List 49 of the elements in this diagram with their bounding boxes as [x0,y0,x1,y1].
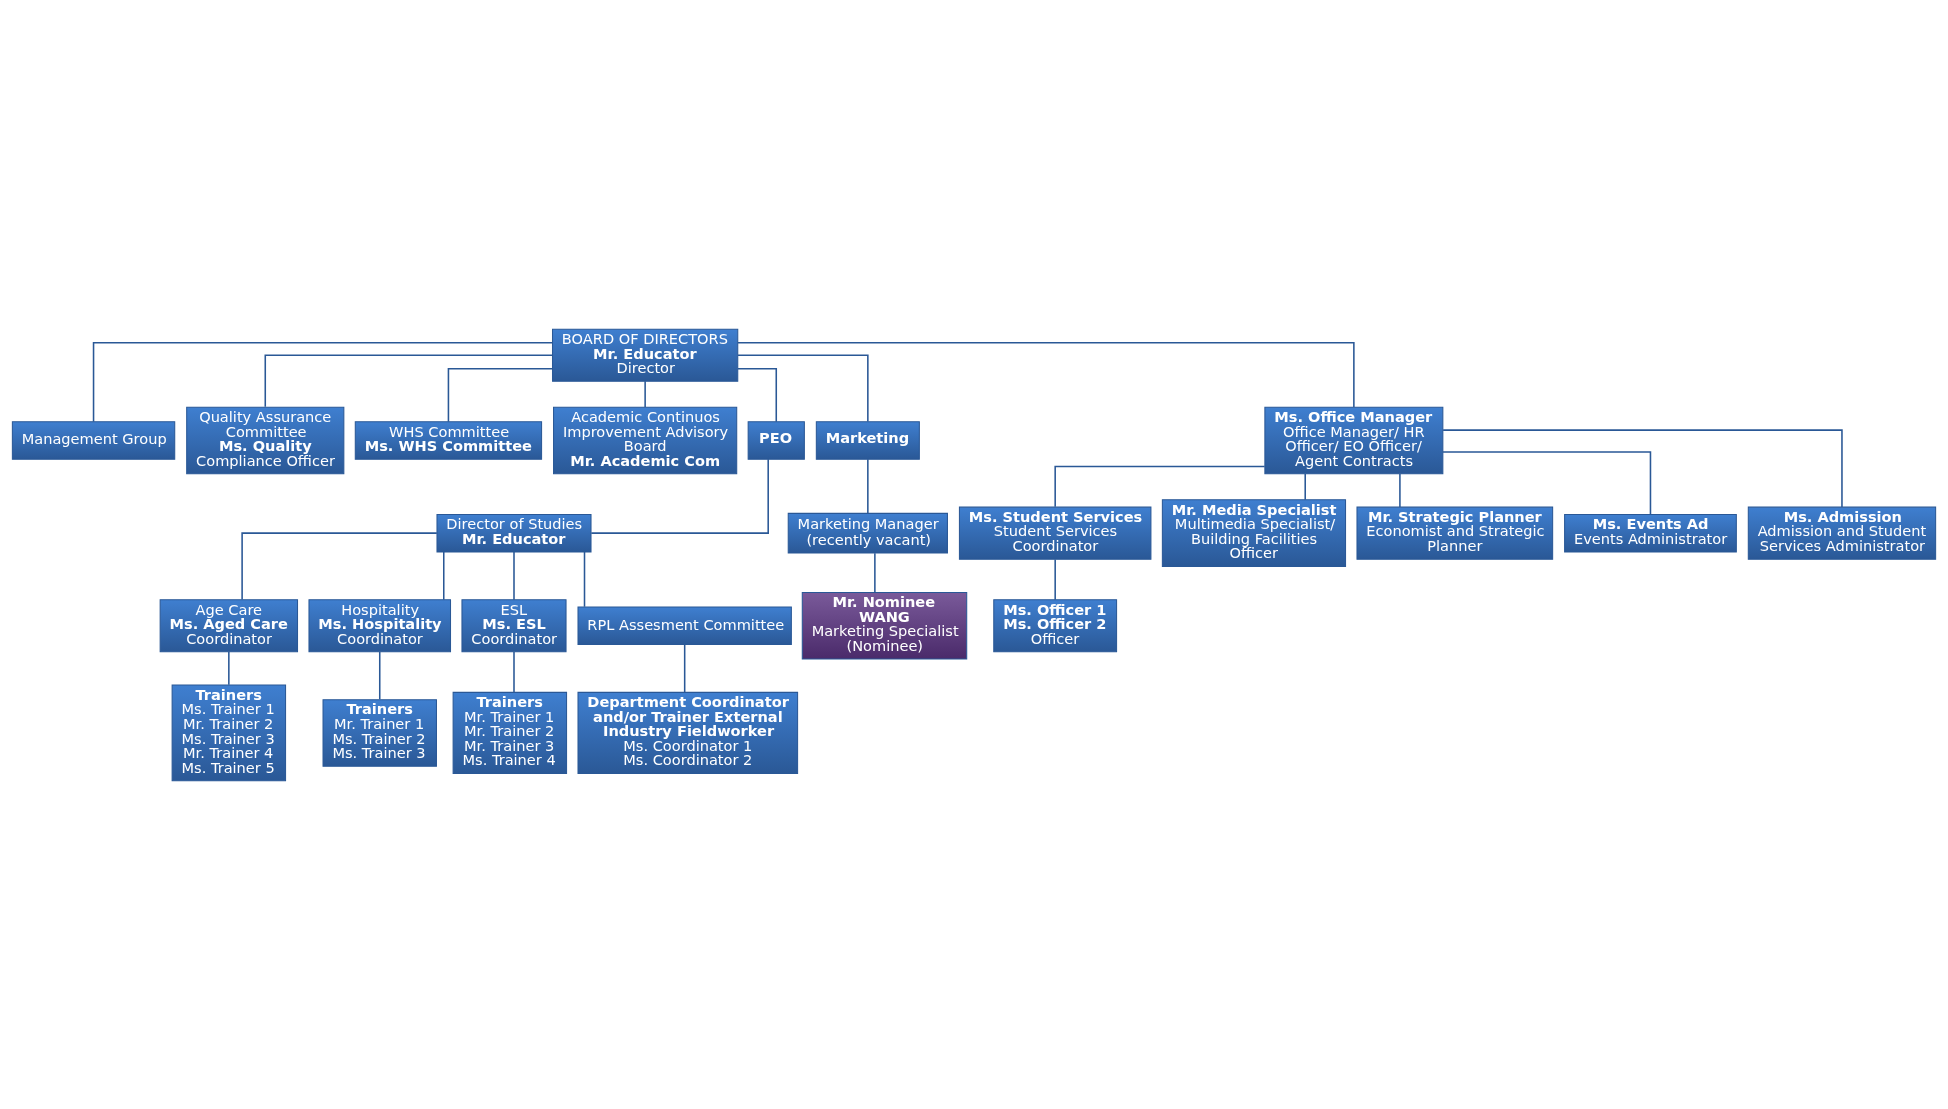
connector [442,550,445,600]
connector [737,341,1355,408]
connector [241,531,438,600]
connector [874,551,876,593]
node-box: PEO [747,420,805,460]
connector [737,353,869,422]
node-box: Ms. Student Services Student Services Coordinator [958,506,1152,560]
node-box: Director of Studies Mr. Educator [436,513,592,552]
connector [1304,472,1306,501]
node-box: ESL Ms. ESL Coordinator [461,598,567,652]
node-box: Ms. Admission Admission and Student Services Administrator [1747,506,1937,560]
node-box: BOARD OF DIRECTORS Mr. Educator Director [552,328,739,382]
connector [1399,472,1401,508]
connector [1442,428,1843,508]
node-box: Age Care Ms. Aged Care Coordinator [159,598,299,652]
node-box: Mr. Nominee WANG Marketing Specialist (Nominee) [801,591,968,660]
connector [1442,450,1652,515]
node-box: Marketing Manager (recently vacant) [787,512,948,553]
connector [92,341,554,422]
node-box: Ms. Office Manager Office Manager/ HR Officer/ EO Officer/ Agent Contracts [1264,406,1444,474]
node-box: RPL Assesment Committee [577,606,792,645]
node-box: Quality Assurance Committee Ms. Quality Compliance Officer [186,406,345,474]
node-box: WHS Committee Ms. WHS Committee [354,420,543,460]
node-box: Mr. Strategic Planner Economist and Strategic Planner [1356,506,1554,560]
connector [264,353,553,408]
node-box: Marketing [815,420,920,460]
connector [513,650,515,693]
node-box: Ms. Officer 1 Ms. Officer 2 Officer [993,598,1118,652]
node-box: Department Coordinator and/or Trainer External Industry Fieldworker Ms. Coordinator 1 Ms. Coordinator 2 [577,691,799,774]
connector [867,458,869,514]
connector [683,643,686,693]
connector [644,379,646,408]
connector [583,550,586,607]
connector [513,550,515,600]
node-box: Management Group [11,420,176,460]
connector [737,367,778,422]
connector [447,367,554,422]
connector [1054,465,1266,508]
connector [228,650,230,686]
connector [1054,558,1056,600]
node-box: Ms. Events Ad Events Administrator [1564,513,1737,552]
connector [590,458,769,534]
node-box: Mr. Media Specialist Multimedia Specialist/ Building Facilities Officer [1161,498,1347,567]
connector [378,650,381,700]
node-box: Academic Continuos Improvement Advisory Board Mr. Academic Com [553,406,738,474]
node-box: Trainers Mr. Trainer 1 Mr. Trainer 2 Mr. Trainer 3 Ms. Trainer 4 [452,691,568,774]
node-box: Trainers Mr. Trainer 1 Ms. Trainer 2 Ms. Trainer 3 [322,698,437,767]
node-box: Trainers Ms. Trainer 1 Mr. Trainer 2 Ms. Trainer 3 Mr. Trainer 4 Ms. Trainer 5 [171,684,287,781]
node-box: Hospitality Ms. Hospitality Coordinator [308,598,452,652]
